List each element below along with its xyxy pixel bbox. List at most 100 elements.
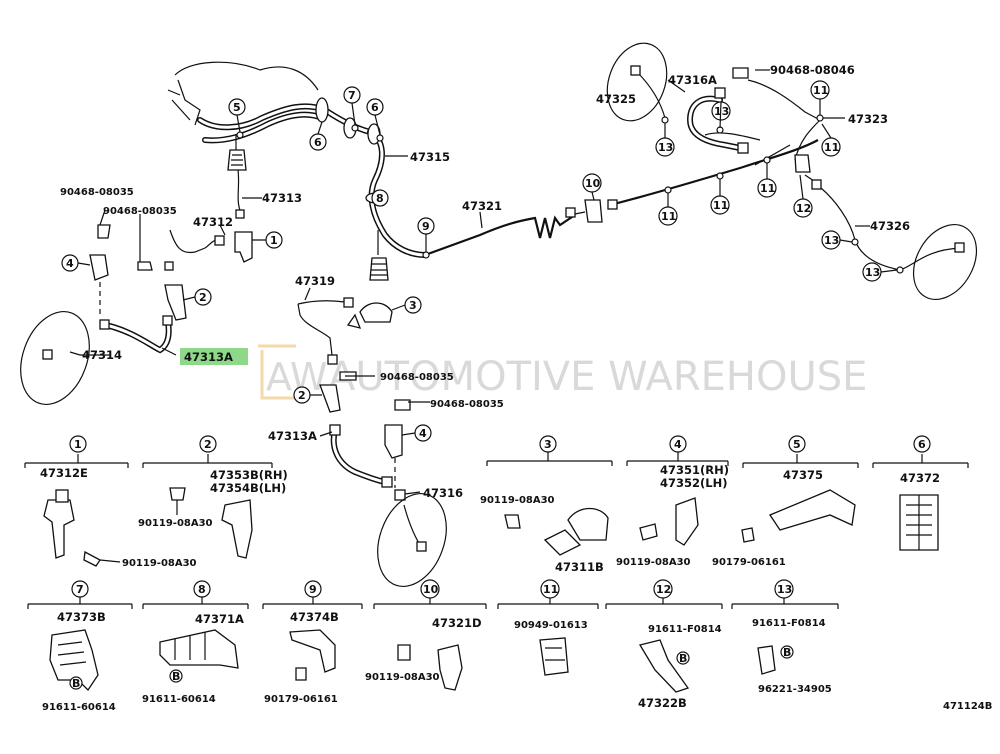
svg-text:2: 2 <box>204 438 212 451</box>
highlight-47313A <box>180 348 248 365</box>
svg-text:5: 5 <box>793 438 801 451</box>
section-3-part-a: 90119-08A30 <box>480 495 555 506</box>
label-47325: 47325 <box>596 92 636 106</box>
svg-text:11: 11 <box>713 199 728 212</box>
svg-text:4: 4 <box>419 427 427 440</box>
svg-text:6: 6 <box>371 101 379 114</box>
svg-text:9: 9 <box>309 583 317 596</box>
section-11-part-a: 90949-01613 <box>514 620 588 631</box>
detail-section-7: 7 47373B B 91611-60614 <box>27 580 133 713</box>
upper-right-assembly <box>606 42 978 300</box>
label-47316A: 47316A <box>668 73 717 87</box>
svg-text:10: 10 <box>423 583 439 596</box>
label-90468-08035-a: 90468-08035 <box>60 187 134 198</box>
label-47313A: 47313A <box>268 429 317 443</box>
callout-6-top-b: 6 <box>309 133 327 151</box>
label-47316: 47316 <box>423 486 463 500</box>
detail-section-3: 3 90119-08A30 47311B <box>480 435 613 574</box>
svg-text:9: 9 <box>422 220 430 233</box>
section-7-part-b: 91611-60614 <box>42 702 116 713</box>
figure-code: 471124B <box>943 701 992 712</box>
callout-9-top: 9 <box>417 217 435 235</box>
section-12-part-a: 91611-F0814 <box>648 624 722 635</box>
svg-text:13: 13 <box>824 234 839 247</box>
svg-text:7: 7 <box>348 89 356 102</box>
callout-13-top-d: 13 <box>862 262 882 282</box>
detail-section-4: 4 47351(RH) 47352(LH) 90119-08A30 <box>616 435 729 568</box>
svg-text:6: 6 <box>918 438 926 451</box>
callout-12-top: 12 <box>793 198 813 218</box>
svg-text:11: 11 <box>661 210 676 223</box>
callout-7-top: 7 <box>343 86 361 104</box>
svg-text:4: 4 <box>66 257 74 270</box>
part-labels: 90468-08046 47316A 47325 47323 47315 473… <box>60 63 910 500</box>
callout-13-top-c: 13 <box>821 230 841 250</box>
svg-text:6: 6 <box>314 136 322 149</box>
callout-13-top-b: 13 <box>655 137 675 157</box>
callout-10-top: 10 <box>582 173 602 193</box>
bolt-marker-7: B <box>72 677 80 690</box>
label-47313A-highlighted[interactable]: 47313A <box>184 350 233 364</box>
callout-11-top-e: 11 <box>810 80 830 100</box>
label-47323: 47323 <box>848 112 888 126</box>
section-5-part-a: 47375 <box>783 468 823 482</box>
svg-text:1: 1 <box>74 438 82 451</box>
detail-section-9: 9 47374B 90179-06161 <box>262 580 363 705</box>
section-4-part-rh: 47351(RH) <box>660 463 729 477</box>
section-13-part-a: 91611-F0814 <box>752 618 826 629</box>
svg-text:11: 11 <box>543 583 558 596</box>
section-3-part-b: 47311B <box>555 560 604 574</box>
callout-11-top-b: 11 <box>710 195 730 215</box>
svg-text:2: 2 <box>199 291 207 304</box>
svg-text:11: 11 <box>760 182 775 195</box>
detail-section-8: 8 47371A B 91611-60614 <box>142 580 249 705</box>
section-2-part-lh: 47354B(LH) <box>210 481 286 495</box>
label-90468-08046: 90468-08046 <box>770 63 855 77</box>
section-5-part-b: 90179-06161 <box>712 557 786 568</box>
callout-6-top-a: 6 <box>366 98 384 116</box>
section-1-part-a: 47312E <box>40 466 88 480</box>
callout-1-top: 1 <box>265 231 283 249</box>
label-90468-08035-d: 90468-08035 <box>430 399 504 410</box>
left-middle-assembly <box>20 224 253 406</box>
section-2-part-b: 90119-08A30 <box>138 518 213 529</box>
section-10-part-b: 90119-08A30 <box>365 672 440 683</box>
callout-11-top-d: 11 <box>821 137 841 157</box>
detail-section-11: 11 90949-01613 <box>497 579 599 676</box>
detail-section-13: 13 91611-F0814 B 96221-34905 <box>731 579 839 695</box>
detail-section-6: 6 47372 <box>872 435 969 551</box>
callout-3-top: 3 <box>404 296 422 314</box>
center-assembly <box>297 297 447 588</box>
svg-text:2: 2 <box>298 389 306 402</box>
watermark-text: AUTOMOTIVE WAREHOUSE <box>328 354 867 400</box>
detail-section-2: 2 47353B(RH) 47354B(LH) 90119-08A30 <box>138 435 288 559</box>
section-12-part-b: 47322B <box>638 696 687 710</box>
svg-text:11: 11 <box>824 141 839 154</box>
callout-2-top-b: 2 <box>293 386 311 404</box>
section-9-part-b: 90179-06161 <box>264 694 338 705</box>
callout-8-top: 8 <box>371 189 389 207</box>
section-8-part-a: 47371A <box>195 612 244 626</box>
label-47319: 47319 <box>295 274 335 288</box>
label-90468-08035-c: 90468-08035 <box>380 372 454 383</box>
section-6-part-a: 47372 <box>900 471 940 485</box>
label-47315: 47315 <box>410 150 450 164</box>
svg-text:3: 3 <box>544 438 552 451</box>
callouts: 5 7 6 6 8 9 1 4 2 3 2 4 10 11 11 11 11 1… <box>61 80 904 442</box>
bolt-marker-12: B <box>679 652 687 665</box>
svg-text:13: 13 <box>865 266 880 279</box>
detail-section-12: 12 91611-F0814 B 47322B <box>605 579 723 710</box>
rear-line <box>424 139 819 257</box>
callout-4-top-a: 4 <box>61 254 79 272</box>
svg-text:12: 12 <box>796 202 811 215</box>
callout-11-top-a: 11 <box>658 206 678 226</box>
svg-text:1: 1 <box>270 234 278 247</box>
svg-text:3: 3 <box>409 299 417 312</box>
bolt-marker-8: B <box>172 670 180 683</box>
svg-text:8: 8 <box>376 192 384 205</box>
svg-text:4: 4 <box>674 438 682 451</box>
svg-text:5: 5 <box>233 101 241 114</box>
section-13-part-b: 96221-34905 <box>758 684 832 695</box>
section-1-part-b: 90119-08A30 <box>122 558 197 569</box>
